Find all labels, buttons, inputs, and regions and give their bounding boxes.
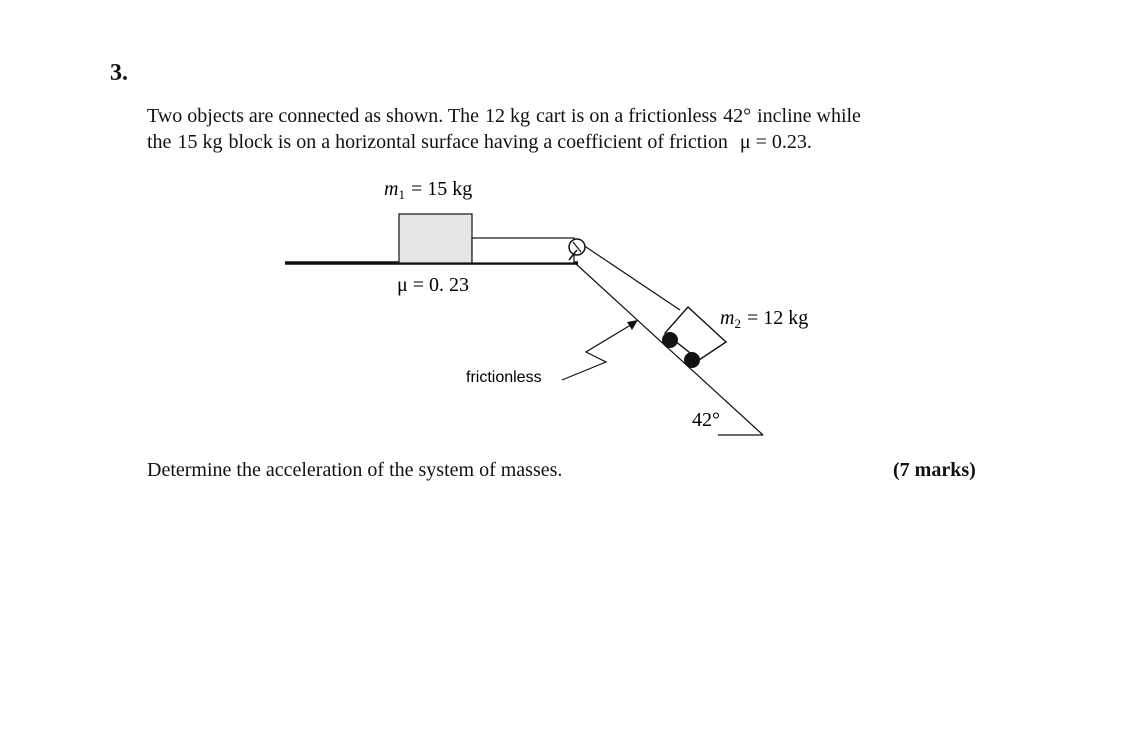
stem-text: cart is on a frictionless [536,105,718,127]
m1-label: m1= 15 kg [384,178,472,202]
task-text: Determine the acceleration of the system… [147,459,563,481]
stem-text: incline while [757,105,861,127]
cart-mass: 12 kg [485,105,531,127]
frictionless-label: frictionless [466,369,542,386]
block-m1 [398,213,473,264]
cart-wheel [662,332,678,348]
question-number: 3. [110,60,128,86]
block-mass: 15 kg [177,131,223,153]
connecting-string-horizontal [471,237,575,264]
stem-text: Two objects are connected as shown. The [147,105,480,127]
connecting-string-incline [582,244,681,311]
friction-coefficient: μ = 0.23. [739,131,812,153]
stem-text: block is on a horizontal surface having … [228,131,728,153]
angle-label: 42° [692,409,720,431]
arrow-head-icon [627,320,638,330]
cart-wheel [684,352,700,368]
incline-surface [574,262,764,436]
friction-label: μ = 0. 23 [397,274,469,296]
pulley-mount [568,249,578,261]
marks-label: (7 marks) [893,459,976,481]
incline-angle: 42° [723,105,752,127]
pulley-axle [572,241,582,253]
stem-text: the [147,131,172,153]
m2-label: m2= 12 kg [720,307,808,331]
frictionless-pointer [561,322,635,381]
